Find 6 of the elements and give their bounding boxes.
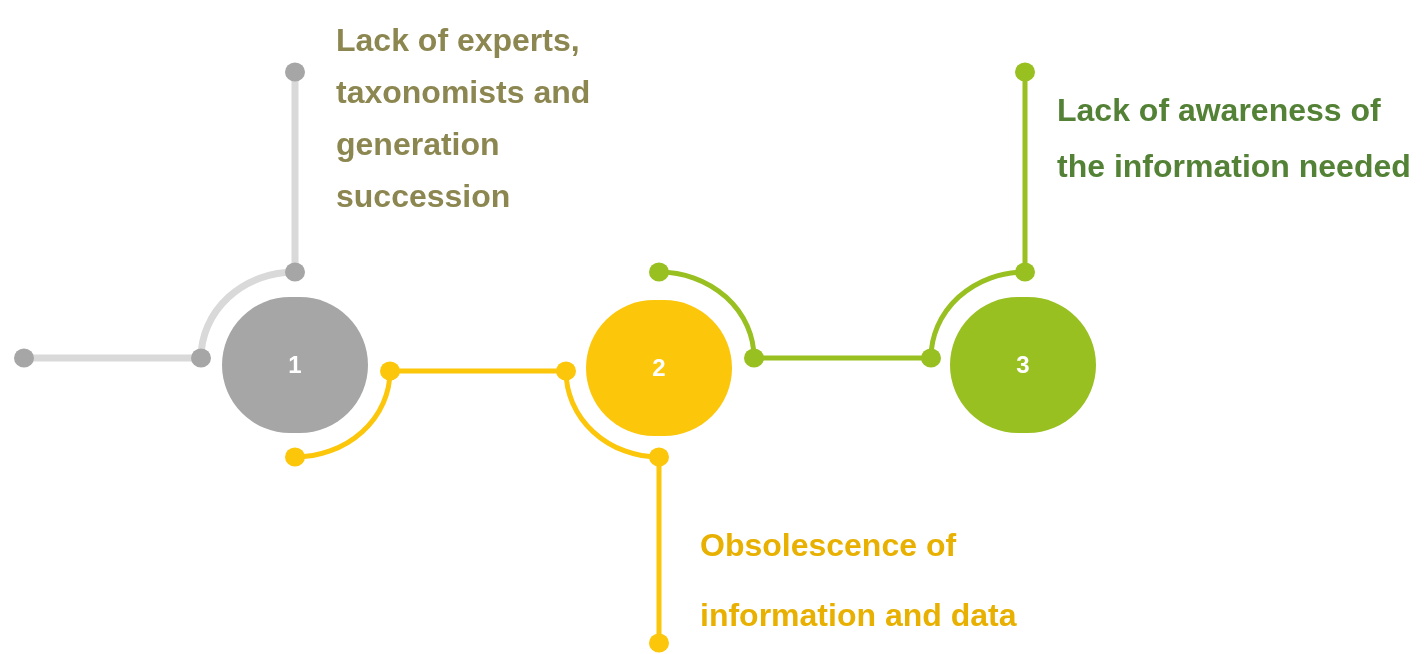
challenge-text: Obsolescence of information and data	[700, 526, 1018, 635]
step-number: 1	[288, 350, 302, 380]
challenge-text: Lack of awareness of the information needed	[1057, 91, 1412, 186]
challenge-text: Lack of experts, taxonomists and generation succession	[336, 21, 592, 216]
step-number: 3	[1016, 350, 1030, 380]
step-number: 2	[652, 353, 666, 383]
